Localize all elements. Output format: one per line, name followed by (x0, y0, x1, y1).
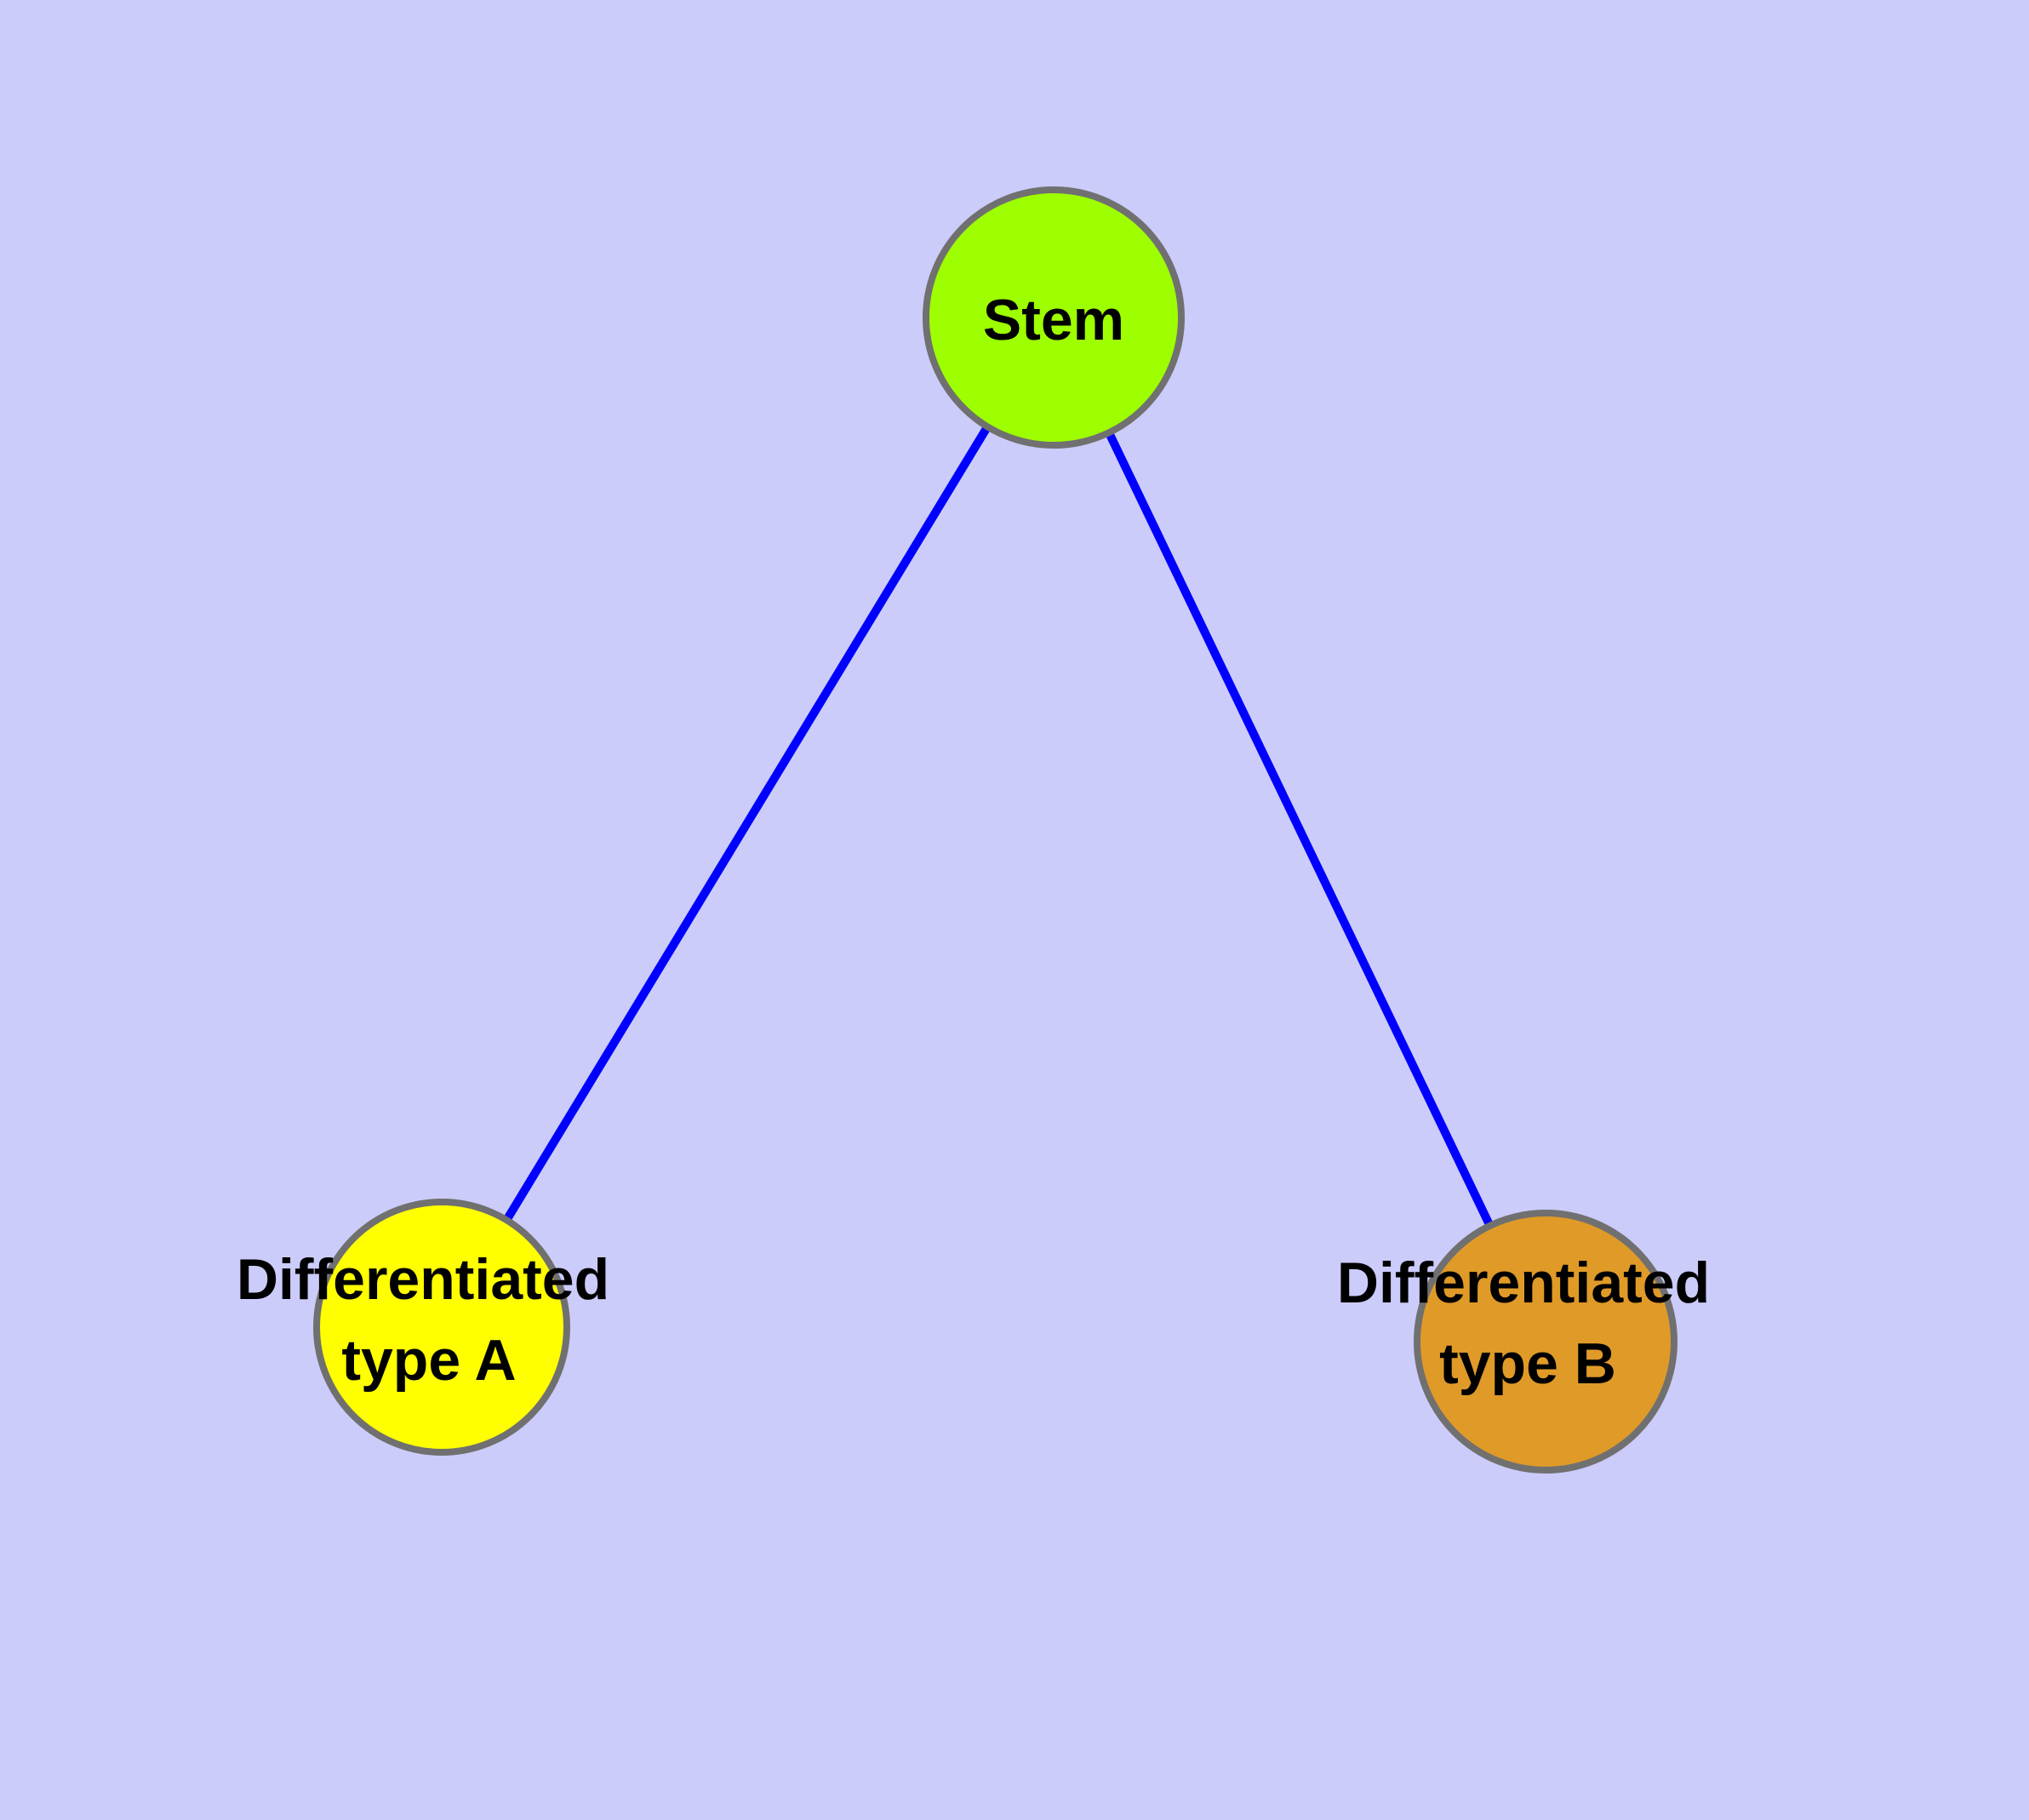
node-differentiated-type-a-label-line-1: Differentiated (237, 1247, 609, 1312)
node-differentiated-type-b[interactable] (1414, 1210, 1677, 1474)
node-differentiated-type-b-label-line-1: Differentiated (1337, 1251, 1710, 1315)
node-stem-label: Stem (983, 288, 1124, 352)
node-differentiated-type-a-circle[interactable] (313, 1199, 570, 1456)
node-differentiated-type-a[interactable] (313, 1199, 570, 1456)
node-stem-circle[interactable] (923, 186, 1185, 449)
node-differentiated-type-b-circle[interactable] (1414, 1210, 1677, 1474)
node-layer (313, 186, 1677, 1474)
node-differentiated-type-b-label-line-2: type B (1439, 1331, 1616, 1396)
edge-layer (502, 424, 1495, 1228)
node-differentiated-type-a-label-line-2: type A (341, 1328, 516, 1393)
label-layer: Stem Differentiated type A Differentiate… (237, 288, 1710, 1396)
node-stem[interactable] (923, 186, 1185, 449)
edge-stem-to-differentiated-type-a[interactable] (502, 424, 992, 1222)
edge-stem-to-differentiated-type-b[interactable] (1105, 431, 1495, 1228)
